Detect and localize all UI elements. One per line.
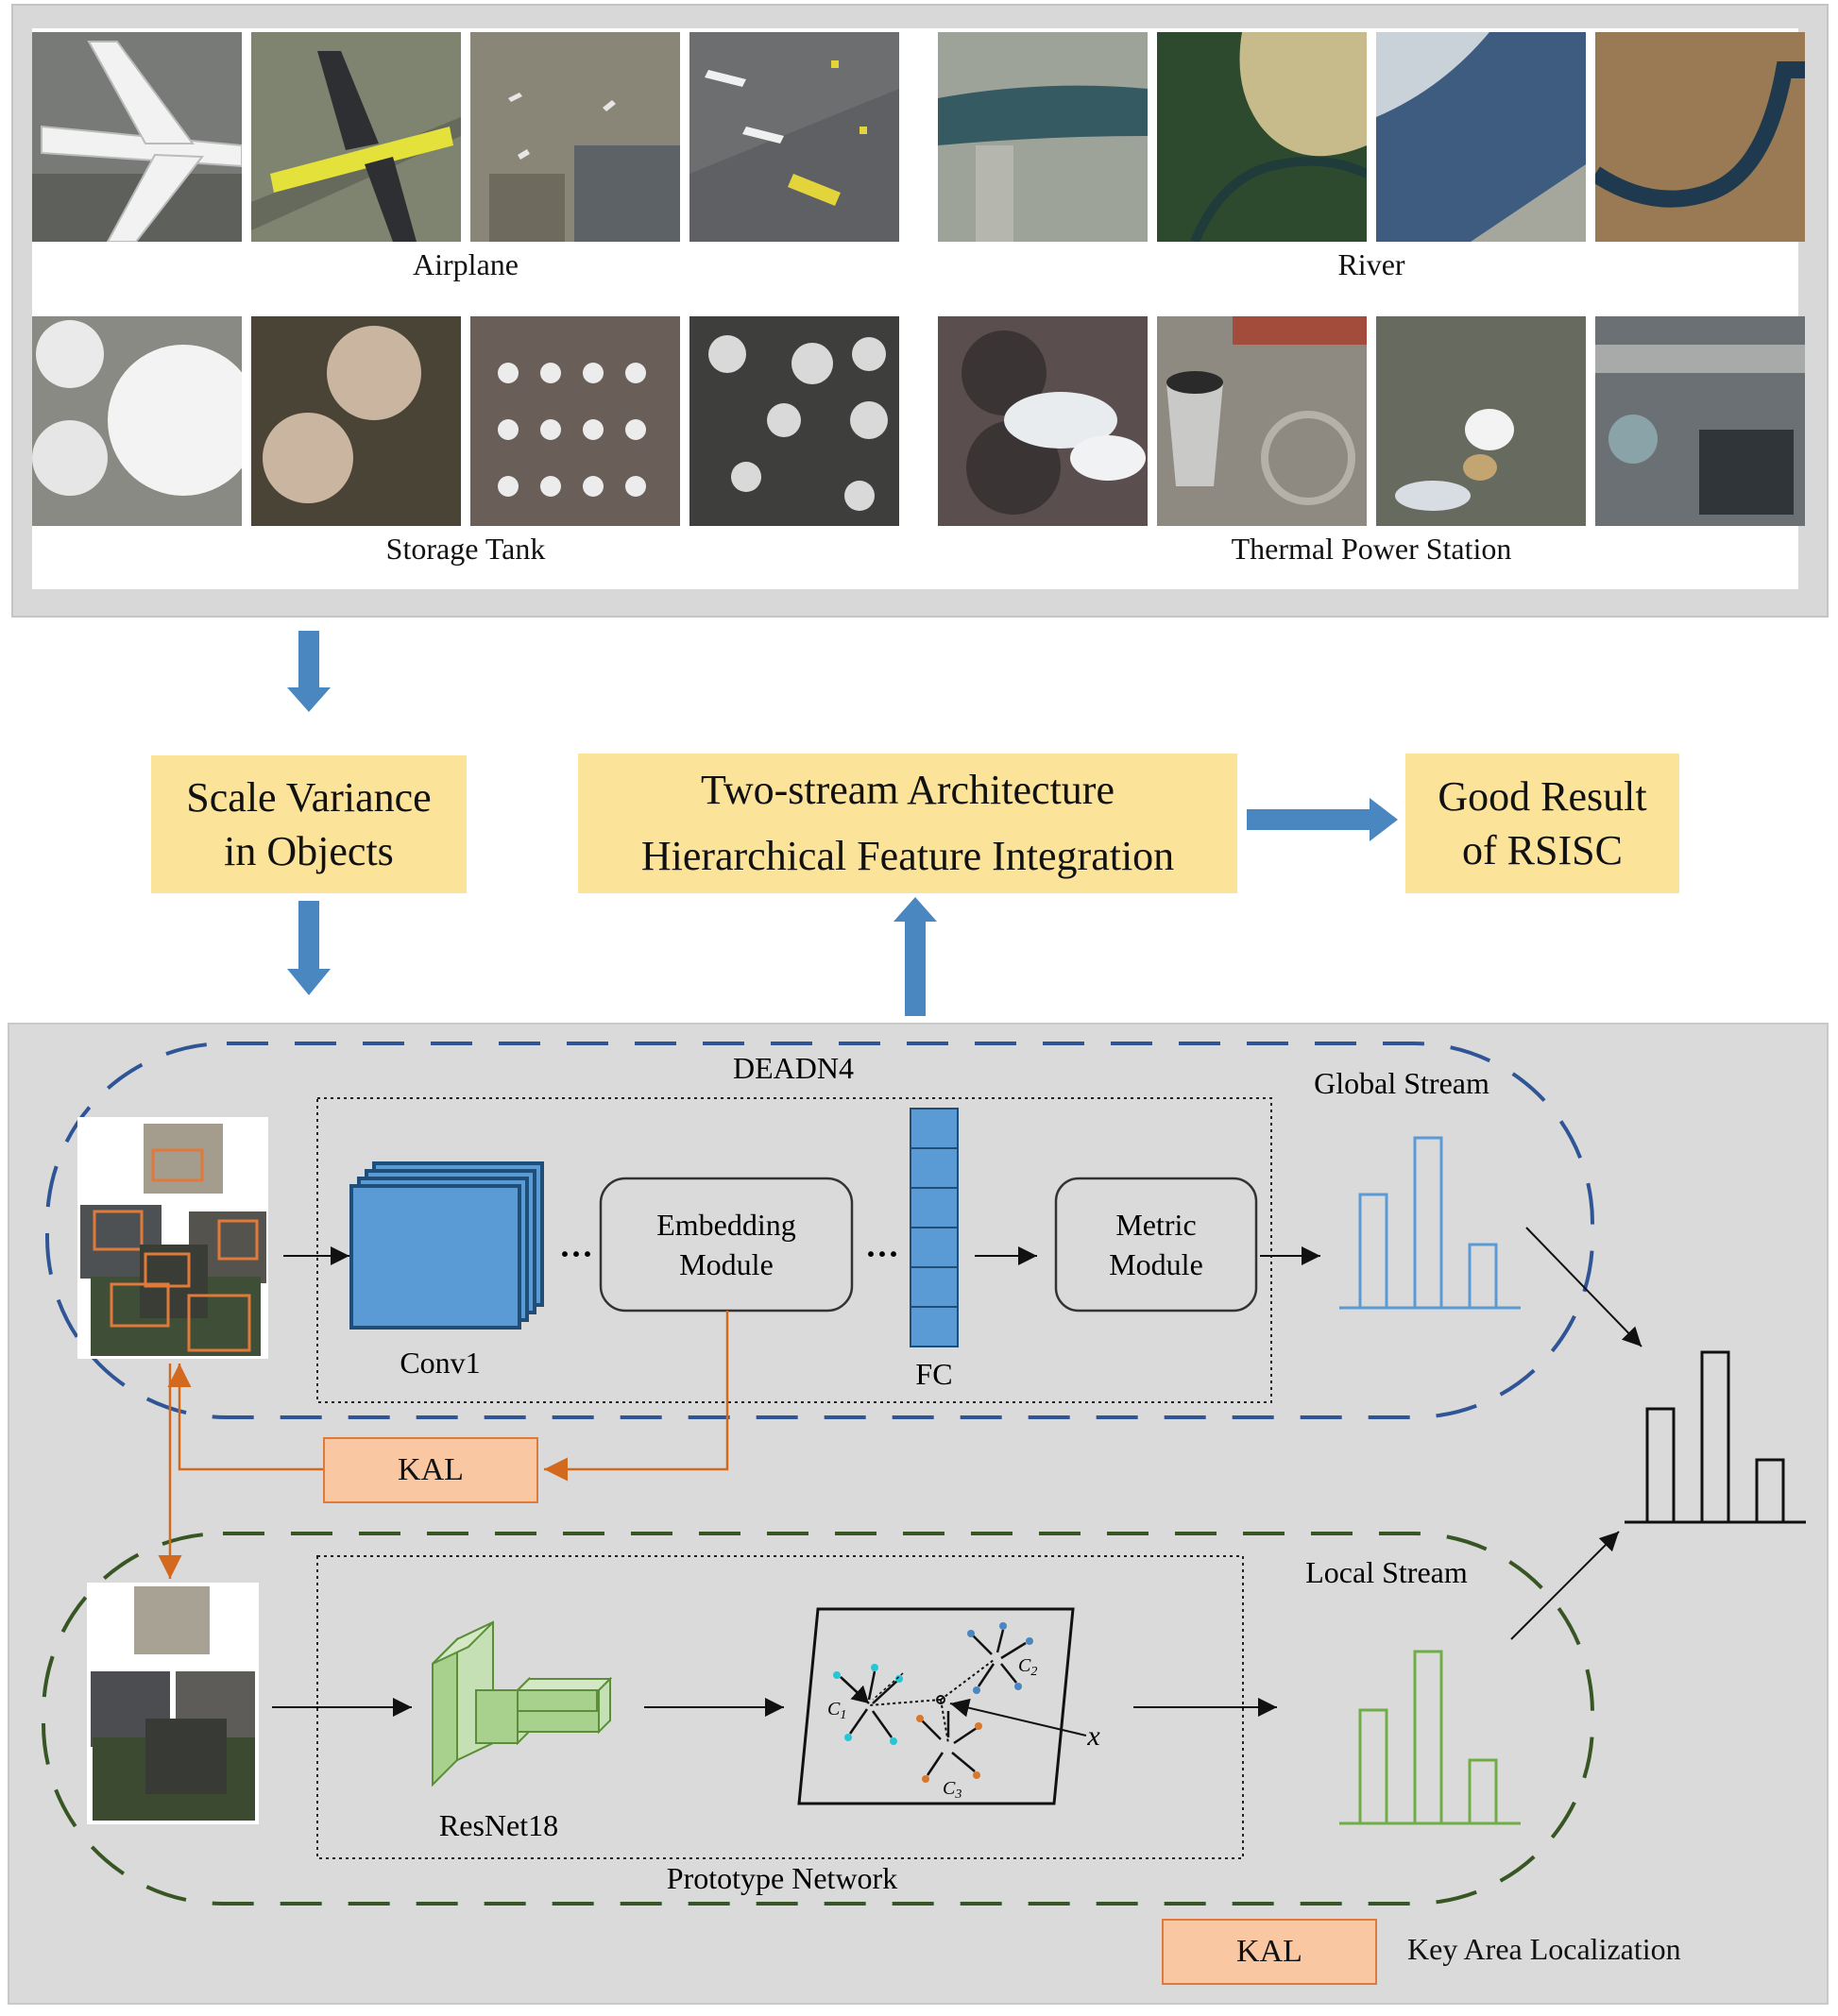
global-input-image: [77, 1117, 268, 1359]
resnet18-label: ResNet18: [439, 1808, 558, 1842]
river-sample-4: [1591, 32, 1805, 242]
local-input-image: [87, 1583, 259, 1824]
scale-variance-line-1: Scale Variance: [186, 773, 432, 821]
thermal-station-sample-1: [938, 316, 1148, 526]
scale-variance-box: Scale Variance in Objects: [151, 755, 467, 893]
scale-variance-line-2: in Objects: [224, 828, 394, 874]
river-sample-3: [1376, 32, 1586, 242]
airplane-label: Airplane: [413, 247, 519, 281]
river-label: River: [1337, 247, 1405, 281]
river-sample-2: [1157, 32, 1370, 244]
c2-points: [967, 1622, 1033, 1694]
airplane-sample-2: [251, 32, 461, 242]
kal-feedback-line: [544, 1311, 729, 1482]
local-histogram: [1339, 1650, 1521, 1825]
thermal-station-sample-2: [1157, 316, 1367, 526]
storage-tank-sample-1: [32, 316, 259, 526]
svg-text:C2: C2: [1018, 1655, 1037, 1679]
airplane-sample-4: [689, 32, 899, 242]
fc-column: [910, 1108, 959, 1347]
c1-label: C: [827, 1699, 841, 1720]
local-stream-label: Local Stream: [1305, 1555, 1468, 1589]
embedding-module-box: [599, 1177, 854, 1313]
thermal-station-label: Thermal Power Station: [1231, 532, 1512, 566]
airplane-sample-1: [32, 32, 243, 243]
thermal-station-sample-4: [1595, 316, 1805, 526]
global-stream-label: Global Stream: [1314, 1066, 1489, 1100]
storage-tank-sample-4: [689, 316, 899, 526]
two-stream-line-2: Hierarchical Feature Integration: [640, 833, 1175, 879]
metric-module-box: [1054, 1177, 1258, 1313]
resnet18-block: [432, 1620, 613, 1787]
deadn4-box: [316, 1097, 1272, 1403]
svg-text:C1: C1: [827, 1699, 846, 1722]
c3-subscript: 3: [954, 1787, 962, 1802]
prototype-space: [797, 1607, 1075, 1805]
two-stream-line-1: Two-stream Architecture: [701, 766, 1115, 813]
good-result-line-2: of RSISC: [1462, 827, 1623, 873]
metric-label-2: Module: [1109, 1247, 1203, 1281]
storage-tank-sample-2: [251, 316, 461, 526]
network-diagram: DEADN4 Global Stream Conv1 Embedding Mod…: [42, 1042, 1806, 1906]
kal-to-input-line: [167, 1364, 323, 1471]
conv1-stack: [349, 1161, 544, 1330]
cluster-c2: [972, 1629, 1027, 1687]
fc-label: FC: [915, 1357, 952, 1391]
kal-box: KAL: [323, 1437, 538, 1503]
cluster-c3: [921, 1711, 978, 1776]
storage-tank-label: Storage Tank: [385, 532, 546, 566]
embedding-label-2: Module: [679, 1247, 774, 1281]
prototype-box: [316, 1555, 1244, 1859]
two-stream-box: Two-stream Architecture Hierarchical Fea…: [578, 754, 1237, 893]
storage-tank-sample-3: [470, 316, 680, 526]
embedding-label-1: Embedding: [656, 1208, 796, 1242]
airplane-sample-3: [470, 32, 680, 242]
global-histogram: [1339, 1136, 1521, 1310]
c2-subscript: 2: [1030, 1665, 1037, 1679]
prototype-network-label: Prototype Network: [667, 1861, 897, 1895]
metric-label-1: Metric: [1115, 1208, 1196, 1242]
c3-label: C: [943, 1778, 956, 1799]
legend-kal-box: KAL: [1162, 1919, 1377, 1985]
flow-arrows: [287, 631, 1398, 1016]
conv1-label: Conv1: [400, 1346, 480, 1380]
c1-subscript: 1: [840, 1708, 846, 1722]
river-sample-1: [938, 32, 1148, 242]
deadn4-label: DEADN4: [733, 1051, 854, 1085]
c3-points: [916, 1715, 982, 1783]
dots-2: ···: [865, 1235, 899, 1273]
good-result-box: Good Result of RSISC: [1405, 754, 1679, 893]
dots-1: ···: [559, 1235, 593, 1273]
c2-label: C: [1018, 1655, 1031, 1676]
good-result-line-1: Good Result: [1438, 772, 1647, 820]
cluster-c1: [840, 1670, 898, 1738]
thermal-station-sample-3: [1376, 316, 1586, 526]
svg-text:C3: C3: [943, 1778, 962, 1802]
legend-kal-description: Key Area Localization: [1407, 1932, 1681, 1966]
c1-points: [833, 1664, 903, 1745]
x-label: x: [1086, 1720, 1100, 1752]
final-histogram: [1625, 1350, 1806, 1524]
